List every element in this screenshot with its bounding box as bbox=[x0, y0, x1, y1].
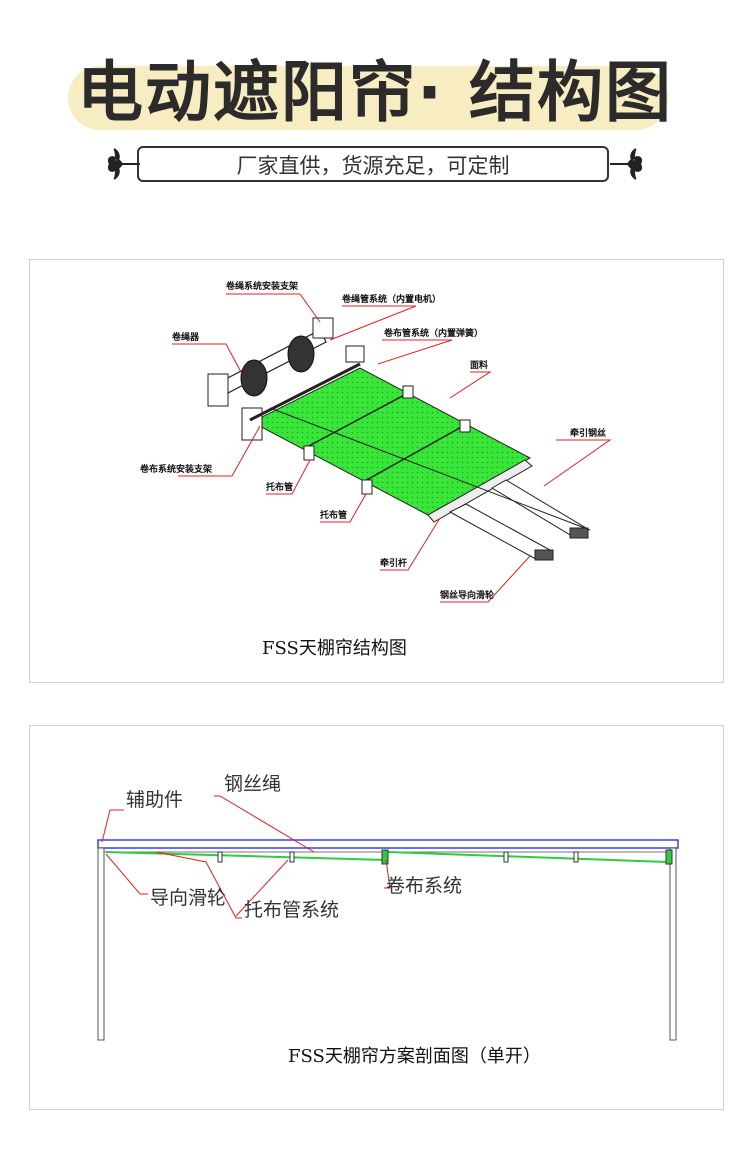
clip-3 bbox=[402, 385, 414, 399]
label-wire-pulley: 钢丝导向滑轮 bbox=[440, 589, 494, 601]
label-wire-rope: 钢丝绳 bbox=[224, 773, 281, 795]
left-fleur-icon bbox=[108, 148, 140, 180]
cloth-right bbox=[387, 851, 669, 863]
label-roll-system: 卷布系统 bbox=[386, 875, 462, 897]
front-roll-tube bbox=[427, 459, 533, 523]
support-tube-b bbox=[362, 424, 466, 483]
cloth-left bbox=[105, 851, 387, 861]
bracket-3 bbox=[312, 317, 334, 339]
bracket-1 bbox=[207, 373, 229, 407]
label-cloth-bracket: 卷布系统安装支架 bbox=[139, 463, 212, 475]
clip-s2 bbox=[289, 851, 295, 863]
rope-winder-1 bbox=[240, 359, 268, 397]
rod-end-b bbox=[569, 527, 589, 539]
label-auxiliary: 辅助件 bbox=[126, 789, 183, 811]
label-support-system: 托布管系统 bbox=[244, 899, 339, 921]
rope-winder-2 bbox=[287, 335, 315, 373]
structure-diagram-panel: 卷绳系统安装支架 卷绳管系统（内置电机） 卷绳器 卷布管系统（内置弹簧） 面料 … bbox=[29, 259, 724, 683]
clip-s6 bbox=[665, 849, 673, 865]
label-guide-pulley: 导向滑轮 bbox=[150, 887, 226, 909]
label-rope-bracket: 卷绳系统安装支架 bbox=[225, 280, 298, 292]
top-beam bbox=[97, 839, 679, 849]
fabric-panel bbox=[250, 367, 532, 516]
page-title: 电动遮阳帘· 结构图 bbox=[76, 54, 674, 131]
label-steel-wire: 牵引钢丝 bbox=[570, 427, 606, 439]
label-fabric: 面料 bbox=[470, 359, 488, 371]
bracket-2 bbox=[241, 407, 263, 441]
clip-s5 bbox=[573, 851, 579, 863]
right-post bbox=[669, 847, 677, 1041]
clip-s1 bbox=[217, 851, 223, 863]
label-traction-rod: 牵引杆 bbox=[380, 557, 407, 569]
left-post bbox=[97, 847, 105, 1041]
label-support-tube-1: 托布管 bbox=[266, 481, 293, 493]
clip-s4 bbox=[503, 851, 509, 863]
title-highlight bbox=[68, 66, 668, 130]
structure-diagram: 卷绳系统安装支架 卷绳管系统（内置电机） 卷绳器 卷布管系统（内置弹簧） 面料 … bbox=[139, 280, 612, 659]
label-rope-tube: 卷绳管系统（内置电机） bbox=[341, 293, 441, 305]
section-diagram-panel: 辅助件 钢丝绳 导向滑轮 托布管系统 卷布系统 FSS天棚帘方案剖面图（单开） bbox=[29, 725, 724, 1110]
title-block: 电动遮阳帘· 结构图 bbox=[0, 48, 750, 138]
diagram1-caption: FSS天棚帘结构图 bbox=[262, 638, 407, 659]
clip-s3 bbox=[381, 849, 389, 865]
section-diagram: 辅助件 钢丝绳 导向滑轮 托布管系统 卷布系统 FSS天棚帘方案剖面图（单开） bbox=[97, 773, 679, 1067]
subtitle-box: 厂家直供，货源充足，可定制 bbox=[137, 146, 609, 182]
rod-end-a bbox=[534, 549, 554, 561]
support-tube-a bbox=[304, 391, 411, 449]
cloth-tube bbox=[249, 362, 361, 422]
right-fleur-icon bbox=[610, 148, 642, 180]
leader-lines bbox=[172, 293, 612, 603]
clip-1 bbox=[303, 445, 315, 461]
clip-4 bbox=[459, 419, 471, 433]
section-leaders bbox=[101, 795, 391, 919]
bracket-4 bbox=[345, 345, 365, 363]
label-rope-winder: 卷绳器 bbox=[171, 331, 200, 343]
label-cloth-tube: 卷布管系统（内置弹簧） bbox=[383, 327, 483, 339]
label-support-tube-2: 托布管 bbox=[320, 509, 347, 521]
clip-2 bbox=[361, 479, 373, 495]
diagram2-caption: FSS天棚帘方案剖面图（单开） bbox=[288, 1046, 541, 1067]
steel-wire bbox=[269, 407, 591, 531]
